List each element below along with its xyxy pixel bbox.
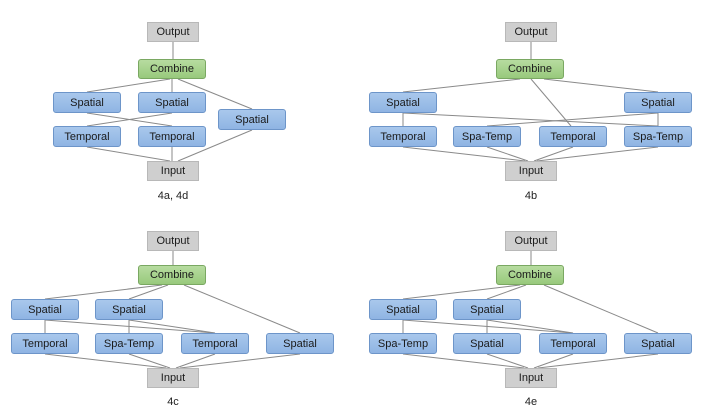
connector-edge [486,319,574,334]
connector-edge [530,78,572,127]
d3-temporal-node-1: Temporal [11,333,79,354]
connector-edge [402,319,574,334]
d1-caption: 4a, 4d [157,190,189,202]
connector-edge [183,284,301,334]
d2-spatemp-node-2: Spa-Temp [624,126,692,147]
connector-edge [86,78,171,93]
d4-spatial-node-2: Spatial [453,299,521,320]
d3-temporal-node-2: Temporal [181,333,249,354]
connector-edge [128,284,169,300]
d1-temporal-node-1: Temporal [53,126,121,147]
d1-output-node: Output [147,22,199,42]
d3-input-node: Input [147,368,199,388]
d4-combine-node: Combine [496,265,564,285]
d3-combine-node: Combine [138,265,206,285]
connector-edge [402,353,525,369]
d2-spatial-node-1: Spatial [369,92,437,113]
connector-edge [533,146,574,162]
connector-edge [533,353,574,369]
connector-edge [44,319,216,334]
d4-temporal-node: Temporal [539,333,607,354]
connector-edge [177,129,253,162]
connector-edge [44,353,167,369]
d2-spatemp-node-1: Spa-Temp [453,126,521,147]
d1-temporal-node-2: Temporal [138,126,206,147]
d2-spatial-node-2: Spatial [624,92,692,113]
d4-spatial-node-1: Spatial [369,299,437,320]
connector-edge [44,284,163,300]
connector-edge [86,146,171,162]
d1-spatial-node-3: Spatial [218,109,286,130]
d1-spatial-node-1: Spatial [53,92,121,113]
connector-edge [128,319,216,334]
d4-output-node: Output [505,231,557,251]
connector-edge [536,146,659,162]
connector-edge [175,353,216,369]
d2-output-node: Output [505,22,557,42]
connector-edge [486,353,529,369]
d2-input-node: Input [505,161,557,181]
d3-output-node: Output [147,231,199,251]
d2-temporal-node-1: Temporal [369,126,437,147]
d1-spatial-node-2: Spatial [138,92,206,113]
connector-edge [402,78,521,93]
d3-caption: 4c [167,396,179,408]
d4-spatemp-node: Spa-Temp [369,333,437,354]
d4-input-node: Input [505,368,557,388]
connector-edge [486,146,529,162]
connector-edge [402,112,659,127]
d3-spatial-node-1: Spatial [11,299,79,320]
d4-spatial-node-3: Spatial [453,333,521,354]
connector-edge [486,284,527,300]
d3-spatial-node-2: Spatial [95,299,163,320]
d3-spatial-node-3: Spatial [266,333,334,354]
connector-edge [486,112,659,127]
d4-caption: 4e [524,396,538,408]
d1-input-node: Input [147,161,199,181]
connector-edge [537,353,659,369]
connector-edge [86,112,173,127]
connector-edge [179,353,301,369]
d3-spatemp-node: Spa-Temp [95,333,163,354]
d4-spatial-node-4: Spatial [624,333,692,354]
connector-edge [543,284,659,334]
d1-combine-node: Combine [138,59,206,79]
connector-edge [402,284,521,300]
d2-temporal-node-2: Temporal [539,126,607,147]
connector-edge [402,146,526,162]
connector-edge [128,353,171,369]
d2-caption: 4b [524,190,538,202]
connector-edge [177,78,253,110]
d2-combine-node: Combine [496,59,564,79]
connector-edge [543,78,659,93]
